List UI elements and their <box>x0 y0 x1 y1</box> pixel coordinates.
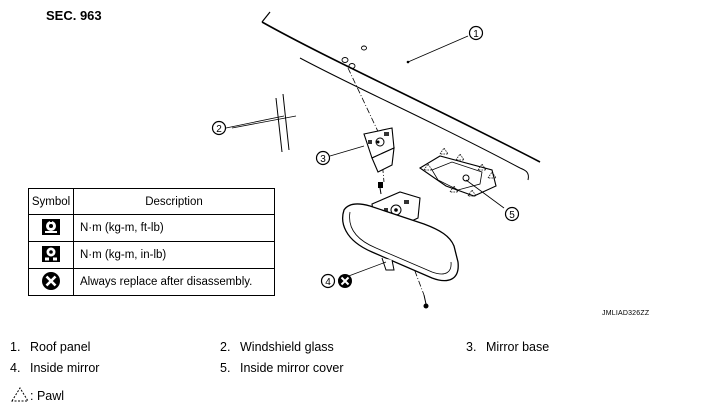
roof-panel-hem <box>299 57 521 169</box>
roof-panel-corner <box>261 11 271 23</box>
roof-panel-end <box>519 167 529 181</box>
symbol-table-header: Symbol Description <box>28 188 275 215</box>
table-row: N·m (kg-m, in-lb) <box>28 241 275 269</box>
legend-number: 4. <box>10 361 21 375</box>
legend-item: 3. Mirror base <box>466 340 549 354</box>
legend-label: Inside mirror <box>30 361 100 375</box>
section-label: SEC. 963 <box>46 8 102 23</box>
legend-number: 3. <box>466 340 477 354</box>
callout-number-1: 1 <box>473 29 479 40</box>
table-row: Always replace after disassembly. <box>28 268 275 296</box>
row-description: Always replace after disassembly. <box>73 268 275 296</box>
replace-x-icon <box>338 274 352 288</box>
callout-circle-5 <box>504 206 520 222</box>
inside-mirror-cover-part <box>418 155 497 197</box>
roof-hole <box>341 57 349 63</box>
center-line <box>347 67 383 141</box>
pawl-triangle-icon <box>11 387 29 402</box>
callout-circle-1 <box>468 25 484 41</box>
symbol-table: Symbol Description N·m (kg-m, ft-lb) <box>28 188 275 296</box>
legend-label: Inside mirror cover <box>240 361 344 375</box>
roof-hole <box>361 45 367 51</box>
callout-number-4: 4 <box>325 277 331 288</box>
legend-item: 5. Inside mirror cover <box>220 361 344 375</box>
row-description: N·m (kg-m, in-lb) <box>73 241 275 269</box>
callout-number-2: 2 <box>216 124 222 135</box>
legend-item: 1. Roof panel <box>10 340 90 354</box>
torque-wrench-small-icon <box>42 245 60 262</box>
pawl-markers <box>423 147 497 197</box>
symbol-header: Symbol <box>28 188 74 215</box>
table-row: N·m (kg-m, ft-lb) <box>28 214 275 242</box>
callout-number-5: 5 <box>509 210 515 221</box>
legend-item: 4. Inside mirror <box>10 361 99 375</box>
windshield-glass-line <box>231 115 297 129</box>
inside-mirror-part <box>342 203 459 282</box>
pawl-note-text: : Pawl <box>30 389 65 403</box>
callout-circle-2 <box>211 120 227 136</box>
lower-screw-part <box>423 294 429 309</box>
row-description: N·m (kg-m, ft-lb) <box>73 214 275 242</box>
legend-item: 2. Windshield glass <box>220 340 334 354</box>
pawl-note: : Pawl <box>10 386 64 403</box>
mirror-base-part <box>363 127 395 173</box>
leader-line-2 <box>225 115 285 129</box>
callout-circle-3 <box>315 150 331 166</box>
legend-label: Mirror base <box>486 340 550 354</box>
legend-number: 1. <box>10 340 21 354</box>
windshield-glass-line <box>275 97 283 153</box>
windshield-glass-line <box>282 93 290 151</box>
legend-number: 5. <box>220 361 231 375</box>
screw-part <box>378 182 383 195</box>
roof-panel-edge <box>261 21 541 163</box>
leader-line-3 <box>329 145 365 157</box>
legend-label: Roof panel <box>30 340 91 354</box>
legend-number: 2. <box>220 340 231 354</box>
replace-x-icon <box>42 271 60 290</box>
callout-circle-4 <box>320 273 336 289</box>
legend-label: Windshield glass <box>240 340 334 354</box>
roof-hole <box>348 63 356 69</box>
torque-wrench-icon <box>42 218 60 235</box>
description-header: Description <box>73 188 275 215</box>
figure-code: JMLIAD326ZZ <box>602 310 650 317</box>
leader-line-1 <box>407 35 469 63</box>
leader-line-5 <box>465 179 505 209</box>
callout-number-3: 3 <box>320 154 326 165</box>
